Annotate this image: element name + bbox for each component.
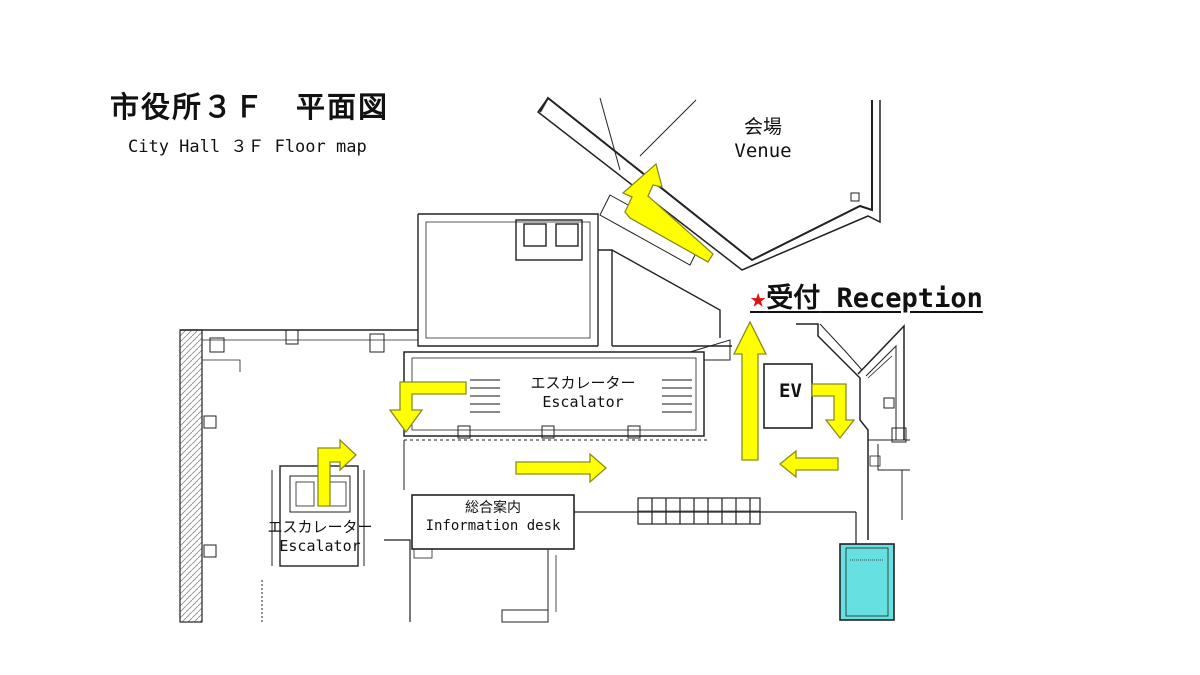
escalator-left-label-en: Escalator	[279, 536, 361, 555]
elevator-shaft	[839, 543, 895, 621]
elevator-label: EV	[779, 380, 802, 402]
central-block	[417, 213, 732, 347]
arrow-up-to-reception	[732, 320, 768, 461]
venue-hall	[536, 96, 881, 271]
escalator-top-label-en: Escalator	[542, 392, 624, 411]
arrow-escalator-top-down	[388, 381, 467, 434]
info-desk-structure	[411, 494, 857, 623]
reception-label-en: Reception	[836, 283, 983, 314]
escalator-top-label-jp: エスカレーター	[530, 374, 636, 392]
map-title-english: City Hall ３Ｆ Floor map	[128, 137, 367, 157]
reception-label-jp: 受付	[766, 283, 821, 314]
information-desk-label: 総合案内 Information desk	[414, 500, 572, 535]
arrow-left-from-ev-side	[778, 449, 839, 479]
escalator-left-label: エスカレーター Escalator	[250, 518, 390, 556]
arrow-escalator-left-up-right	[317, 438, 357, 507]
arrow-right-corridor	[515, 452, 607, 484]
information-desk-label-jp: 総合案内	[465, 500, 521, 516]
reception-label: ★受付 Reception	[750, 276, 983, 315]
map-title-japanese: 市役所３Ｆ 平面図	[110, 90, 390, 124]
information-desk-label-en: Information desk	[425, 517, 561, 534]
escalator-left-label-jp: エスカレーター	[267, 518, 373, 536]
escalator-top-label: エスカレーター Escalator	[508, 374, 658, 412]
venue-label-en: Venue	[734, 139, 792, 162]
venue-label-jp: 会場	[743, 116, 782, 138]
arrow-from-ev-down	[811, 383, 856, 440]
venue-label: 会場 Venue	[720, 116, 806, 164]
left-wing	[179, 329, 433, 623]
railing	[637, 497, 761, 525]
reception-star-icon: ★	[750, 283, 767, 314]
arrow-to-venue	[621, 162, 714, 263]
